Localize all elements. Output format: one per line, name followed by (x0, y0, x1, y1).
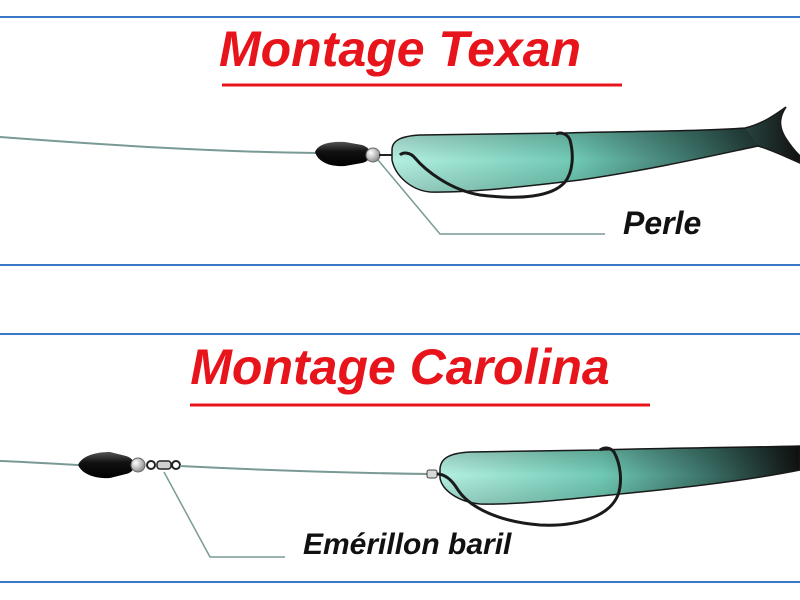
rig-title-carolina: Montage Carolina (190, 339, 610, 395)
bead-label: Perle (623, 205, 702, 241)
carolina-rig (0, 445, 800, 558)
fishing-line (0, 460, 79, 466)
pointer-line (163, 471, 285, 558)
hook (436, 446, 623, 527)
bullet-weight (78, 452, 134, 479)
bead (130, 457, 146, 473)
hook-eye (426, 469, 438, 479)
bead (365, 147, 381, 163)
pointer-line (377, 159, 605, 235)
lure-shading (392, 128, 758, 193)
rig-title-texan: Montage Texan (218, 21, 582, 77)
bullet-weight (315, 141, 370, 167)
fishing-line (0, 136, 319, 154)
swivel-label: Emérillon baril (303, 528, 512, 561)
barrel-swivel-icon (146, 460, 181, 470)
texan-rig (0, 106, 800, 235)
fishing-line (179, 465, 431, 475)
hook (398, 131, 574, 199)
